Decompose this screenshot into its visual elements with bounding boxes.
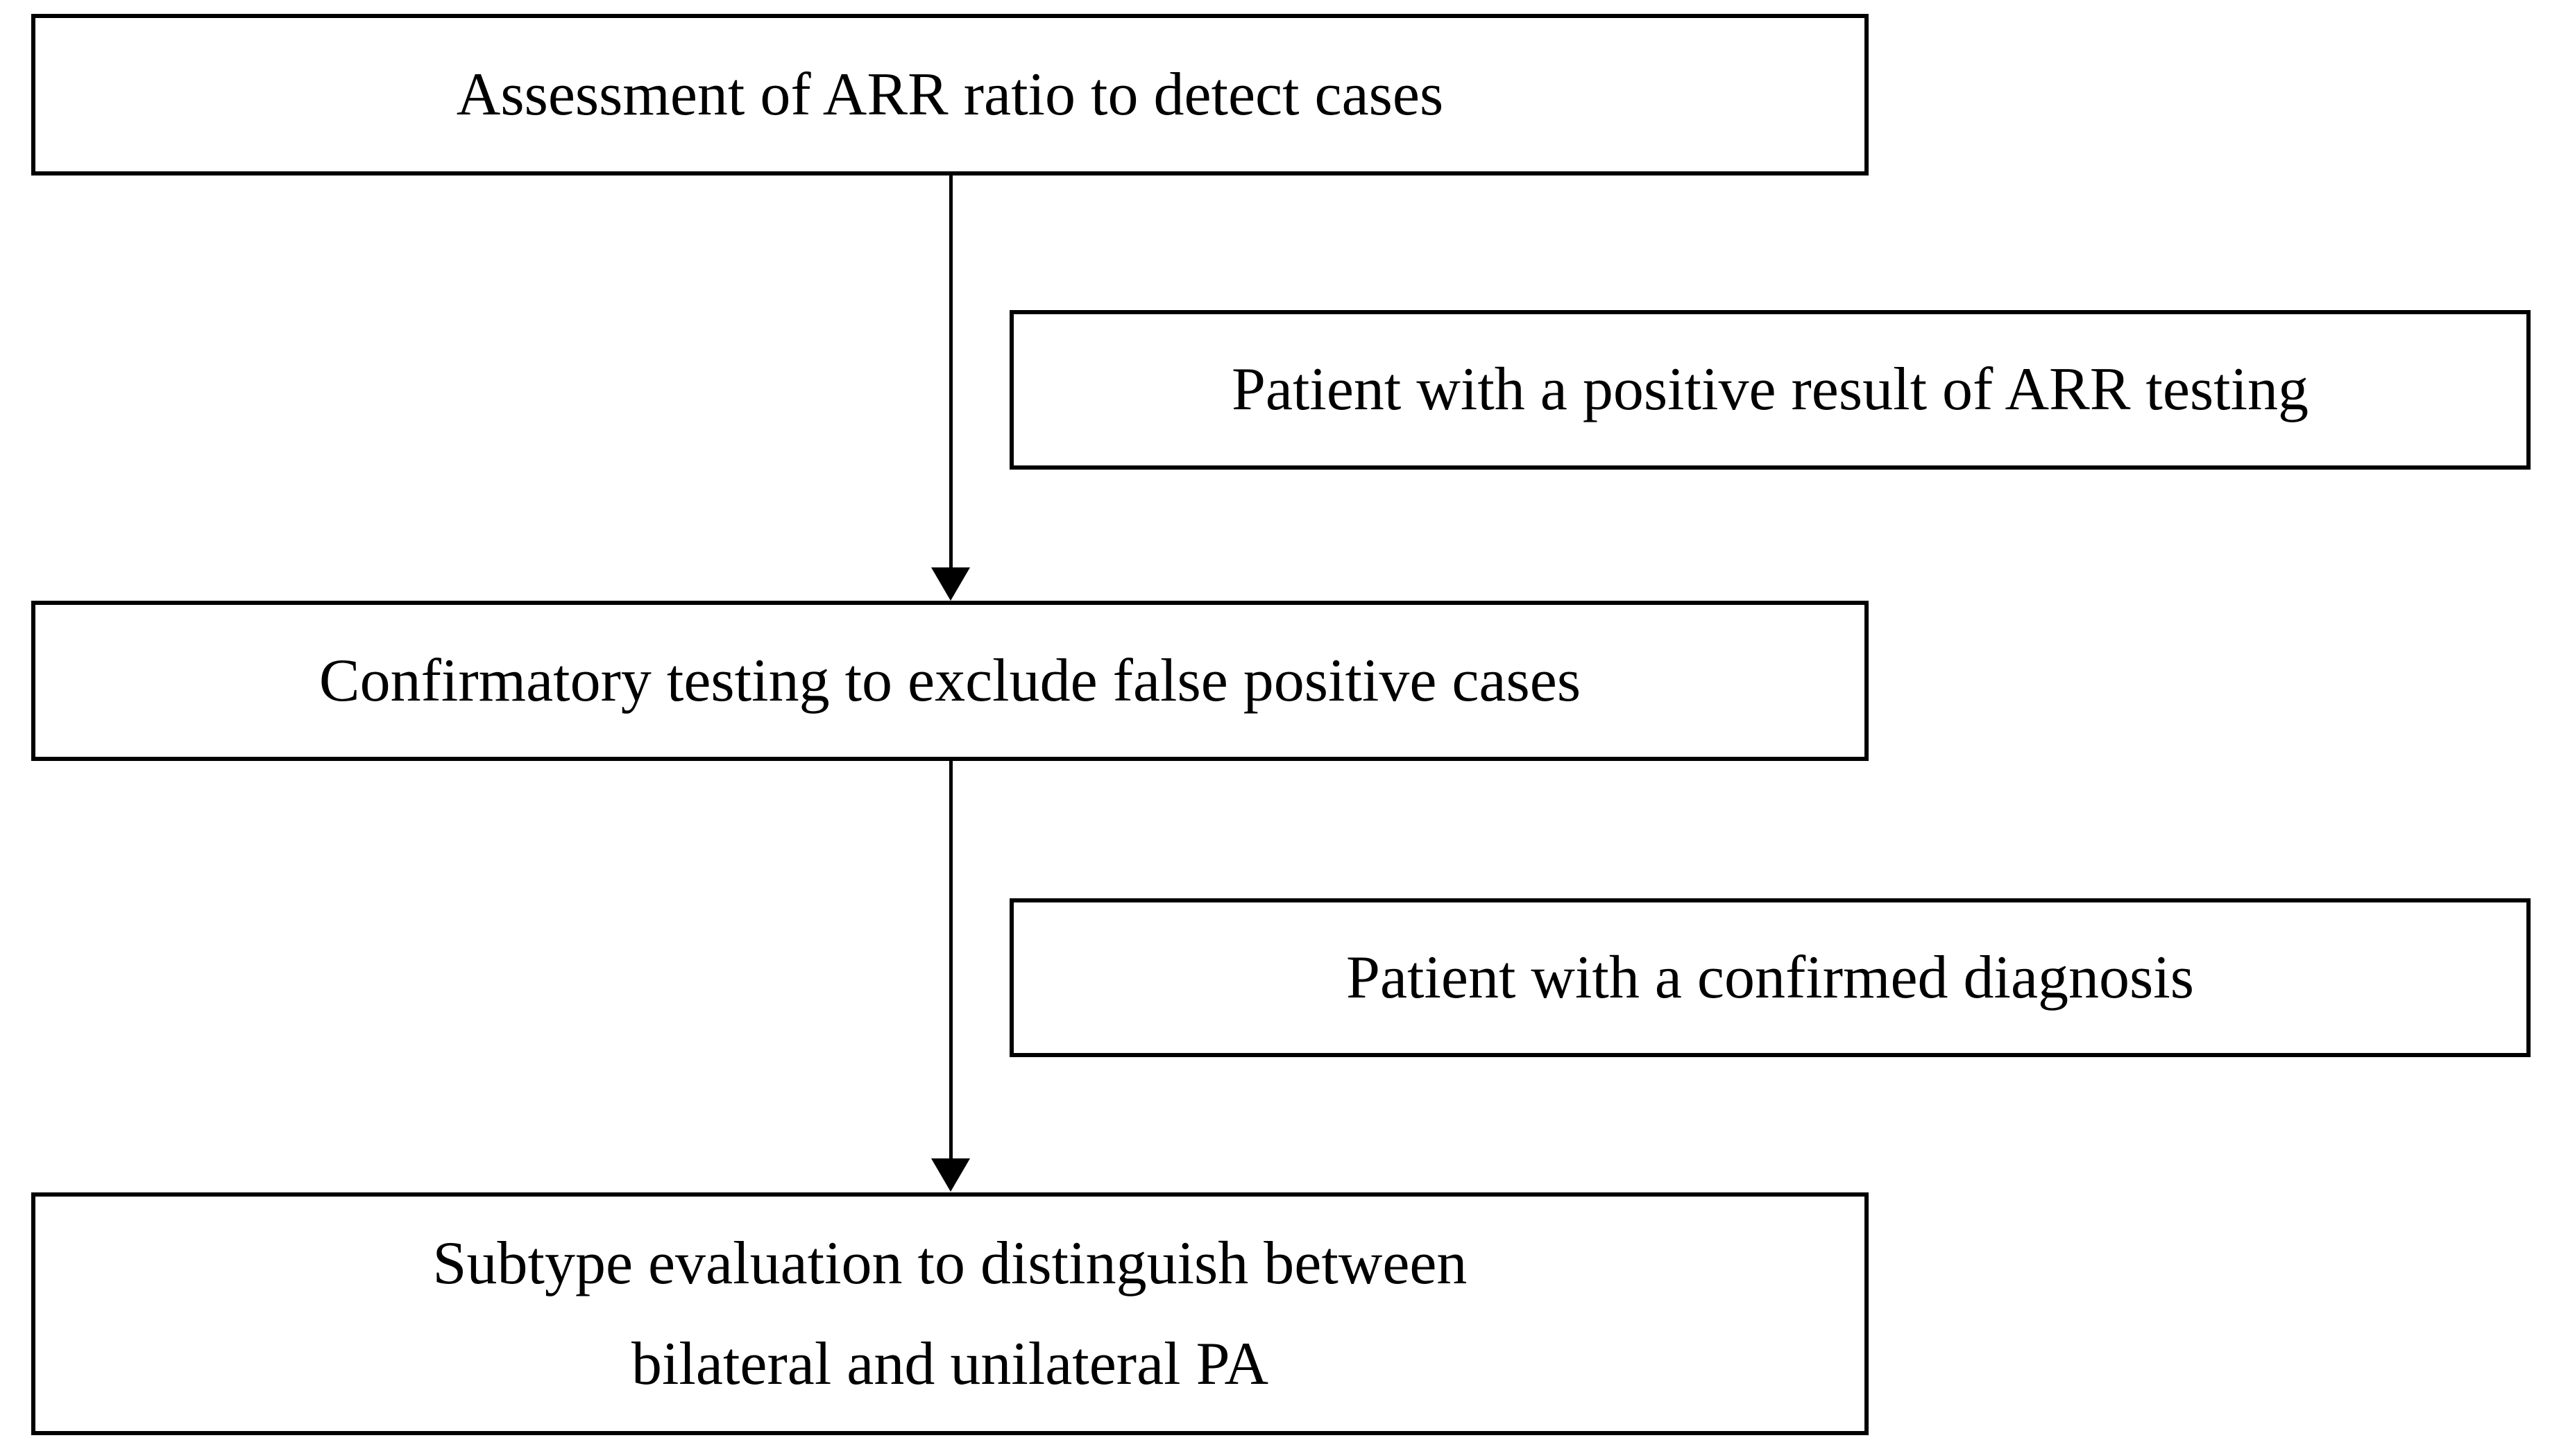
flowchart-box-confirmed-diagnosis: Patient with a confirmed diagnosis — [1010, 898, 2531, 1057]
flowchart-box-assessment: Assessment of ARR ratio to detect cases — [31, 14, 1869, 175]
box-subtype-evaluation-line2: bilateral and unilateral PA — [631, 1330, 1269, 1398]
arrowhead-down-icon — [931, 567, 970, 601]
arrow-line-assessment-to-confirmatory — [949, 175, 953, 567]
flowchart-box-subtype-evaluation: Subtype evaluation to distinguish betwee… — [31, 1192, 1869, 1435]
box-positive-result-label: Patient with a positive result of ARR te… — [1231, 356, 2309, 424]
box-confirmed-diagnosis-label: Patient with a confirmed diagnosis — [1346, 943, 2194, 1011]
box-confirmatory-testing-label: Confirmatory testing to exclude false po… — [318, 646, 1581, 714]
arrow-line-confirmatory-to-subtype — [949, 761, 953, 1158]
flowchart-box-positive-result: Patient with a positive result of ARR te… — [1010, 310, 2531, 470]
box-assessment-label: Assessment of ARR ratio to detect cases — [456, 60, 1444, 128]
flowchart-box-confirmatory-testing: Confirmatory testing to exclude false po… — [31, 601, 1869, 761]
arrowhead-down-icon — [931, 1158, 970, 1192]
box-subtype-evaluation-line1: Subtype evaluation to distinguish betwee… — [432, 1229, 1468, 1297]
